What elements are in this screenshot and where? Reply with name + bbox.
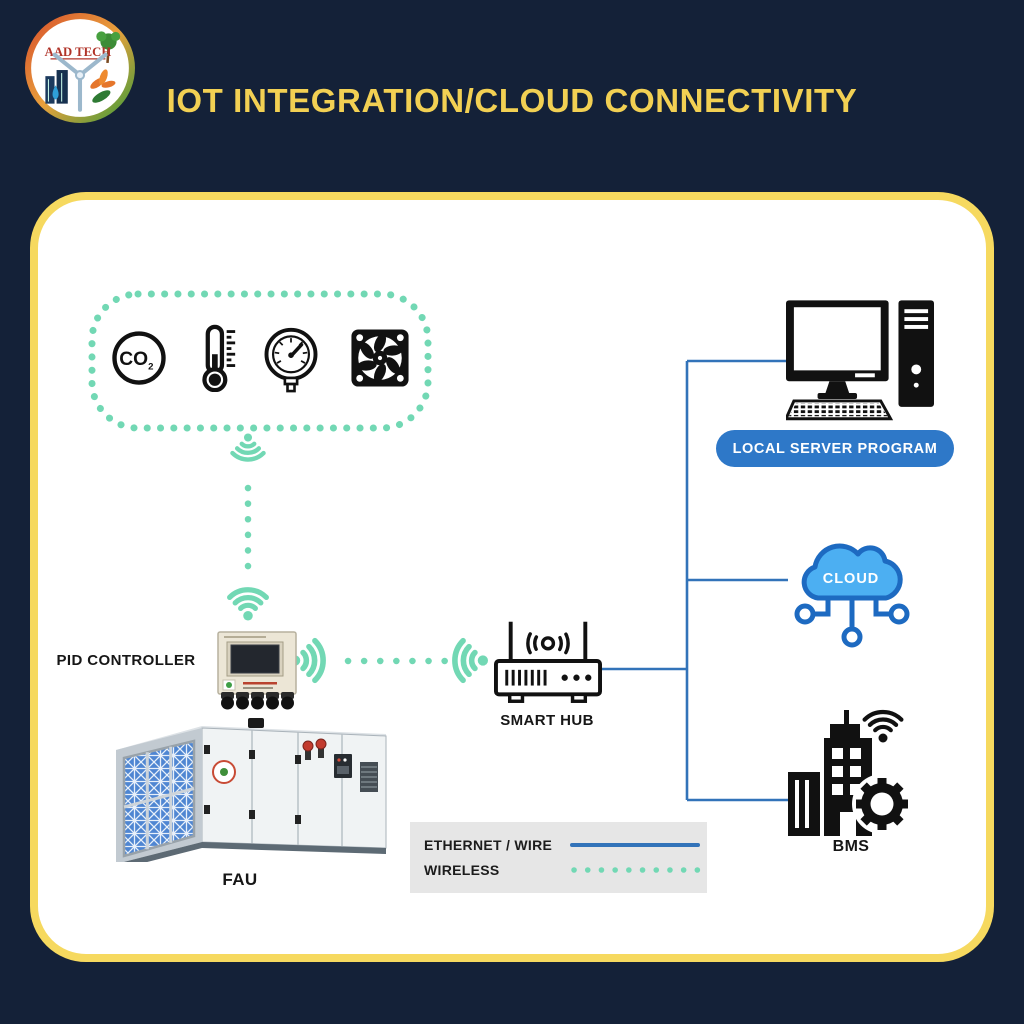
- pid-controller-label: PID CONTROLLER: [56, 652, 196, 669]
- local-server-badge: LOCAL SERVER PROGRAM: [716, 430, 954, 467]
- thermometer-icon: [202, 324, 236, 392]
- panel-seams: [251, 730, 343, 847]
- cloud-node-middle: [841, 626, 863, 648]
- pid-cable-glands: [221, 692, 294, 710]
- wifi-right-icon: [290, 637, 326, 684]
- legend-row-ethernet: ETHERNET / WIRE: [424, 837, 707, 853]
- fan-icon: [351, 329, 409, 387]
- page-title: IOT INTEGRATION/CLOUD CONNECTIVITY: [166, 82, 858, 119]
- building-windows: [832, 748, 861, 836]
- hub-signal-icon: [526, 621, 570, 666]
- bms-wifi-icon: [862, 709, 904, 733]
- computer-tower: [898, 300, 934, 407]
- bms-label: BMS: [832, 838, 870, 855]
- pid-screen: [230, 644, 280, 674]
- buildings-icon: [45, 70, 68, 104]
- cloud-shape: [801, 543, 903, 601]
- smart-building-icon: [788, 709, 912, 836]
- wifi-up-icon: [227, 587, 269, 621]
- pressure-gauge-icon: [264, 327, 318, 393]
- cloud-connectors: [811, 595, 893, 631]
- cloud-node-right: [888, 603, 910, 625]
- cloud-label: CLOUD: [823, 571, 880, 587]
- legend-ethernet-line: [570, 843, 700, 847]
- air-handling-unit-image: [116, 718, 387, 862]
- wifi-down-icon: [230, 433, 266, 462]
- small-building: [788, 772, 820, 836]
- wifi-left-icon: [452, 637, 488, 684]
- legend-ethernet-label: ETHERNET / WIRE: [424, 837, 553, 853]
- co2-sensor-icon: CO2: [112, 331, 166, 385]
- local-server-label: LOCAL SERVER PROGRAM: [732, 440, 938, 457]
- gear-icon: [856, 778, 908, 830]
- router-icon: [494, 621, 602, 703]
- fau-side-panel: [201, 727, 387, 849]
- legend-row-wireless: WIRELESS: [424, 862, 707, 878]
- legend-wireless-line: [571, 867, 701, 873]
- pid-controller-device: [217, 631, 297, 710]
- co2-text: CO: [119, 349, 148, 370]
- water-drop-icon: [52, 85, 59, 100]
- hub-vents: [505, 669, 547, 686]
- co2-subscript: 2: [148, 361, 153, 372]
- smart-hub-label: SMART HUB: [500, 712, 594, 729]
- legend-wireless-label: WIRELESS: [424, 862, 500, 878]
- flower-icon: [90, 69, 116, 103]
- fau-label: FAU: [222, 870, 258, 889]
- aad-tech-logo: AAD TECH: [25, 13, 135, 123]
- thermometer-scale: [226, 330, 236, 367]
- cloud-network-icon: CLOUD: [794, 543, 910, 648]
- logo-text: AAD TECH: [45, 45, 112, 59]
- tree-icon: [96, 31, 121, 63]
- cloud-node-left: [794, 603, 816, 625]
- desktop-computer-icon: [786, 300, 934, 421]
- legend: ETHERNET / WIRE WIRELESS: [410, 822, 707, 893]
- filter-frame: [123, 746, 195, 850]
- panel-latches: [204, 745, 301, 824]
- wind-turbine-icon: [52, 52, 108, 112]
